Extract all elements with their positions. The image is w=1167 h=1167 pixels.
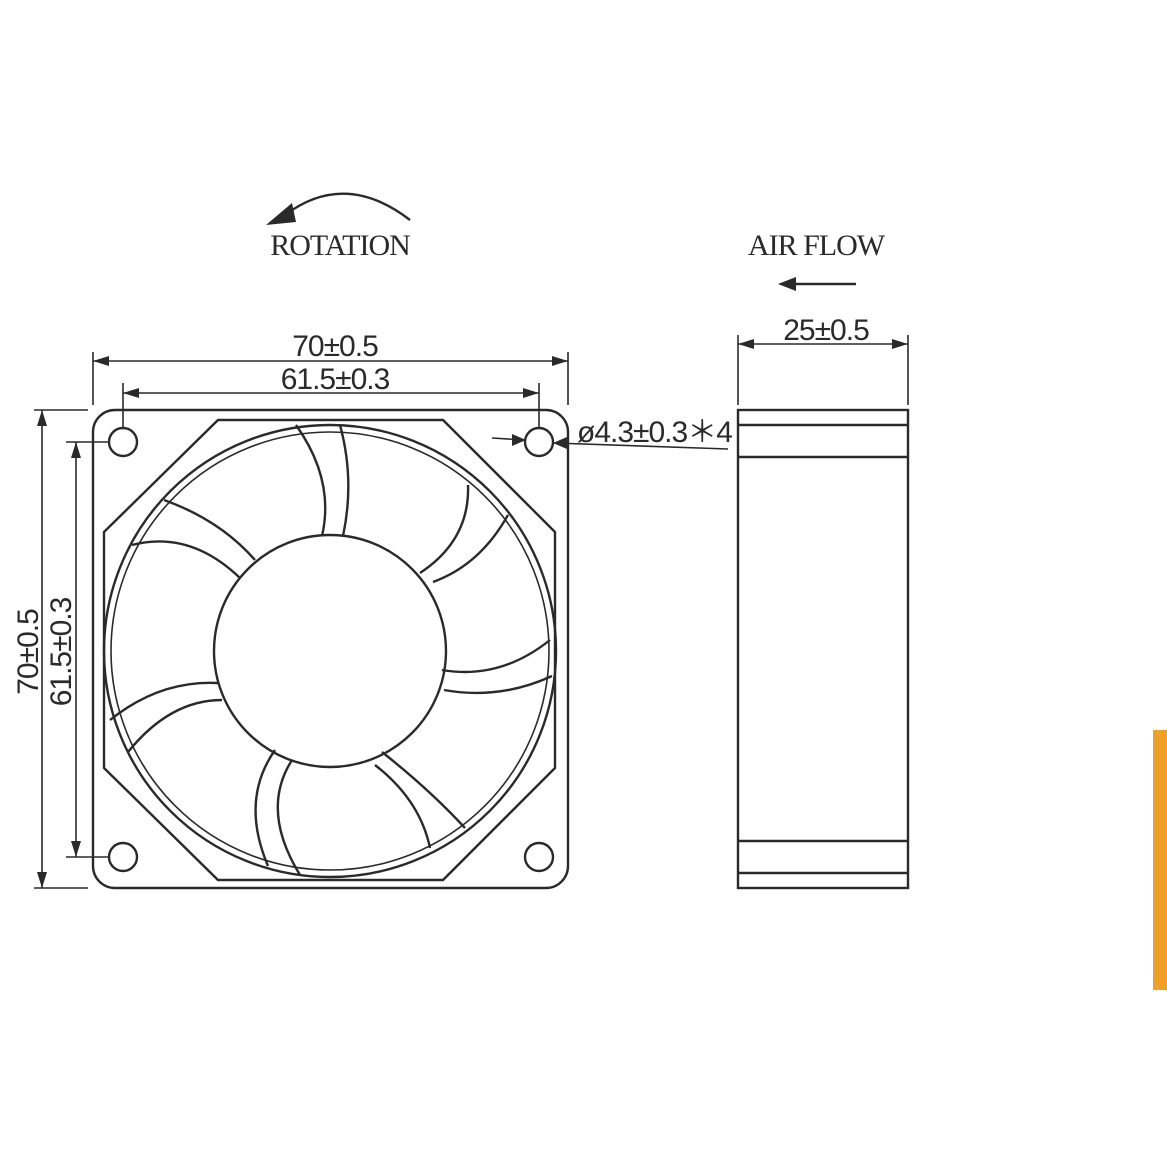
mounting-hole-bottom-right: [523, 841, 555, 873]
mounting-hole-bottom-left: [107, 841, 139, 873]
fan-blade: [295, 424, 350, 537]
fan-front-view: [91, 408, 570, 890]
fan-blade: [374, 751, 466, 849]
airflow-arrowhead: [778, 277, 796, 291]
accent-bar: [1153, 730, 1167, 990]
rotation-arrow-arc: [284, 192, 411, 221]
dimension-height-outer: 70±0.5: [12, 409, 88, 889]
mounting-hole-top-right: [523, 426, 555, 458]
fan-blade: [109, 681, 223, 753]
fan-blades: [109, 424, 553, 876]
dim-height-outer-label: 70±0.5: [12, 609, 45, 695]
frame-inner-octagon: [102, 418, 557, 882]
frame-outline: [91, 408, 570, 890]
fan-blade: [419, 484, 510, 584]
venturi-outer-ring: [102, 423, 558, 879]
fan-blade: [441, 639, 553, 695]
dim-width-outer-label: 70±0.5: [292, 330, 378, 363]
mounting-hole-top-left: [107, 426, 139, 458]
airflow-label: AIR FLOW: [748, 229, 886, 262]
venturi-inner-ring: [110, 431, 550, 871]
airflow-indicator: AIR FLOW: [748, 229, 887, 291]
fan-hub: [212, 533, 448, 769]
fan-blade: [131, 498, 256, 579]
dim-depth-label: 25±0.5: [783, 314, 869, 347]
dimension-height-holes: 61.5±0.3: [45, 441, 109, 858]
dim-height-holes-label: 61.5±0.3: [45, 597, 78, 706]
fan-blade: [254, 749, 302, 876]
rotation-arrowhead: [266, 203, 296, 225]
fan-side-view: [736, 408, 910, 890]
rotation-label: ROTATION: [270, 229, 410, 262]
dimension-depth: 25±0.5: [737, 314, 909, 405]
dimension-hole-diameter: ø4.3±0.3＊4: [491, 416, 733, 450]
rotation-indicator: ROTATION: [266, 192, 411, 262]
dimension-width-outer: 70±0.5: [92, 330, 569, 405]
dim-hole-diameter-label: ø4.3±0.3＊4: [577, 416, 732, 449]
dim-width-holes-label: 61.5±0.3: [281, 363, 390, 396]
dimension-width-holes: 61.5±0.3: [122, 363, 540, 428]
side-outline: [736, 408, 910, 890]
